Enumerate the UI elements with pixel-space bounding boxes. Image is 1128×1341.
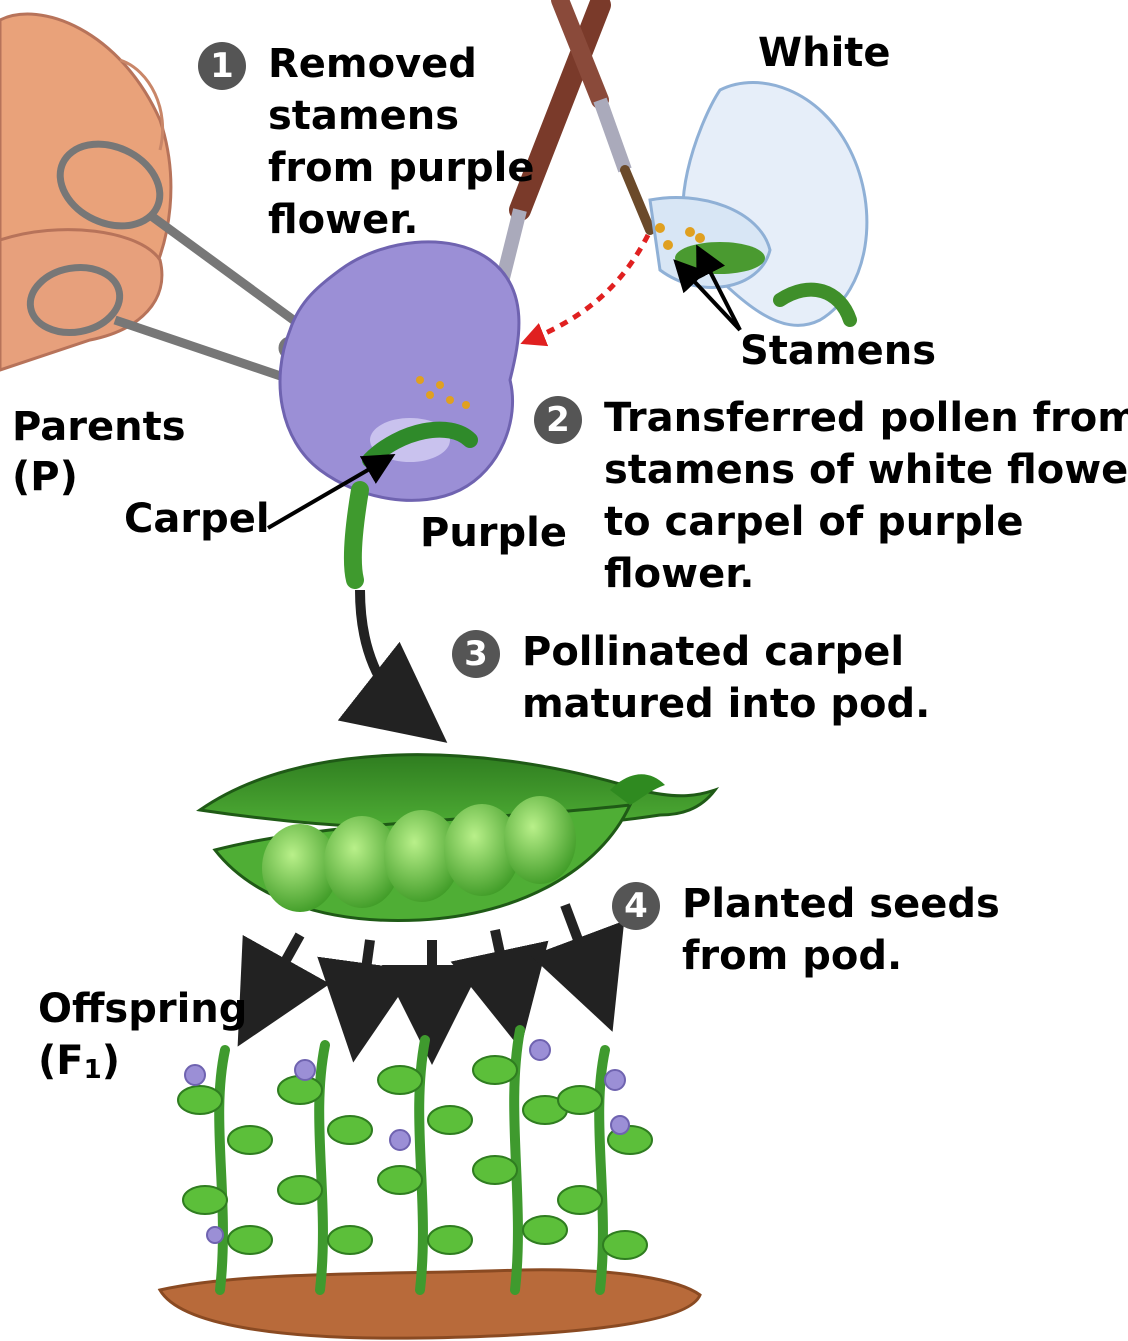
offspring-plants-illustration <box>178 1030 652 1290</box>
stamens-label: Stamens <box>740 326 936 376</box>
step-2-text: Transferred pollen from stamens of white… <box>604 392 1128 600</box>
flower-to-pod-arrow <box>360 590 408 712</box>
step-2-badge: 2 <box>534 396 582 444</box>
purple-flower-label: Purple <box>420 508 567 558</box>
planting-arrows <box>262 905 595 1015</box>
parents-label-line2: (P) <box>12 452 78 502</box>
parents-label-line1: Parents <box>12 402 186 452</box>
white-flower-illustration <box>650 83 867 326</box>
carpel-label: Carpel <box>124 494 270 544</box>
step-4-badge: 4 <box>612 882 660 930</box>
soil-illustration <box>160 1270 700 1338</box>
step-1-badge: 1 <box>198 42 246 90</box>
step-4-text: Planted seeds from pod. <box>682 878 1000 982</box>
step-3-text: Pollinated carpel matured into pod. <box>522 626 930 730</box>
offspring-label-line1: Offspring <box>38 984 247 1034</box>
step-3-badge: 3 <box>452 630 500 678</box>
white-flower-label: White <box>758 28 891 78</box>
offspring-label-line2: (F1) <box>38 1036 120 1095</box>
pollen-transfer-arrow <box>525 235 648 342</box>
hand-illustration <box>0 14 171 370</box>
step-1-text: Removed stamens from purple flower. <box>268 38 535 246</box>
